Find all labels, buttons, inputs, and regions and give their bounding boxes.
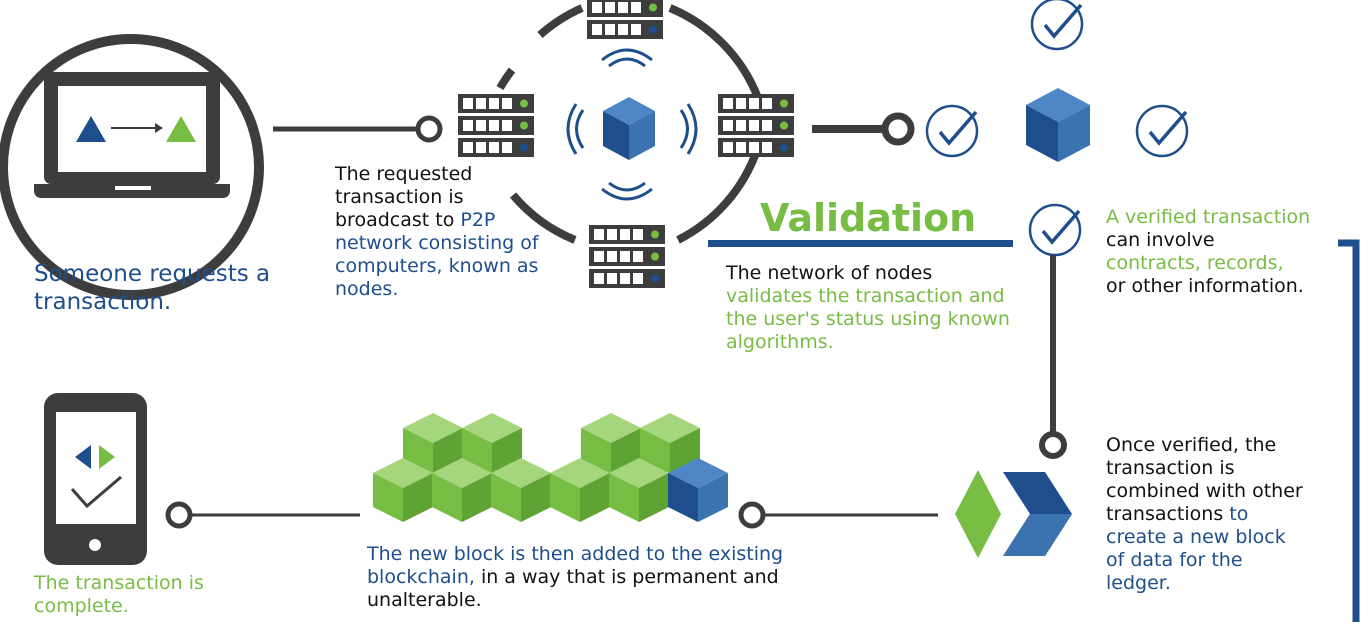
smartphone-icon xyxy=(44,393,147,565)
add-block-caption: The new block is then added to the exist… xyxy=(367,543,792,612)
request-caption: Someone requests a transaction. xyxy=(34,261,271,315)
validation-icon xyxy=(925,0,1189,162)
server-node-right xyxy=(718,94,794,157)
connector-node xyxy=(881,112,915,146)
combine-caption-accent: to create a new block of data for the le… xyxy=(1106,503,1286,594)
server-node-bottom xyxy=(589,225,665,288)
validation-caption-accent: validates the transaction and the user's… xyxy=(726,285,1010,353)
validation-underline xyxy=(708,240,1013,247)
wifi-waves-icon xyxy=(566,48,698,201)
checkmark-icon xyxy=(1028,203,1082,257)
broadcast-caption-dark: The requested transaction is broadcast t… xyxy=(335,163,473,231)
connector-node xyxy=(1039,431,1067,459)
connector-node xyxy=(165,501,193,529)
checkmark-icon xyxy=(1030,0,1084,51)
data-cube-icon xyxy=(603,97,655,160)
combine-caption-dark: Once verified, the transaction is combin… xyxy=(1106,434,1303,525)
server-node-left xyxy=(458,94,534,157)
validation-caption-dark: The network of nodes xyxy=(726,262,933,284)
add-block-caption-accent: The new block is then added to the exist… xyxy=(367,543,784,588)
verified-line-1: A verified transaction xyxy=(1106,206,1311,228)
bracket-line xyxy=(1338,239,1360,622)
combine-caption: Once verified, the transaction is combin… xyxy=(1106,434,1306,595)
verified-line-4: or other information. xyxy=(1106,275,1304,297)
verified-line-2: can involve xyxy=(1106,229,1215,251)
complete-caption: The transaction is complete. xyxy=(34,572,204,617)
network-ring xyxy=(496,4,762,244)
verified-caption: A verified transaction can involve contr… xyxy=(1106,206,1346,298)
connector-node xyxy=(738,501,766,529)
verified-line-3: contracts, records, xyxy=(1106,252,1284,274)
checkmark-icon xyxy=(925,104,979,158)
connector-node xyxy=(415,115,443,143)
checkmark-icon xyxy=(1135,104,1189,158)
broadcast-caption-accent: P2P network consisting of computers, kno… xyxy=(335,209,539,300)
add-block-caption-dark: in a way that is permanent and unalterab… xyxy=(367,566,779,611)
data-cube-icon xyxy=(1026,88,1090,162)
chevron-icon xyxy=(955,470,1072,558)
broadcast-caption: The requested transaction is broadcast t… xyxy=(335,163,555,301)
server-node-top xyxy=(587,0,663,39)
validation-caption: The network of nodes validates the trans… xyxy=(726,262,1016,354)
validation-title: Validation xyxy=(760,196,977,240)
blockchain-icon xyxy=(373,413,728,522)
laptop-icon xyxy=(0,34,264,300)
new-block-cube xyxy=(668,458,728,522)
node-network-icon xyxy=(458,0,794,288)
